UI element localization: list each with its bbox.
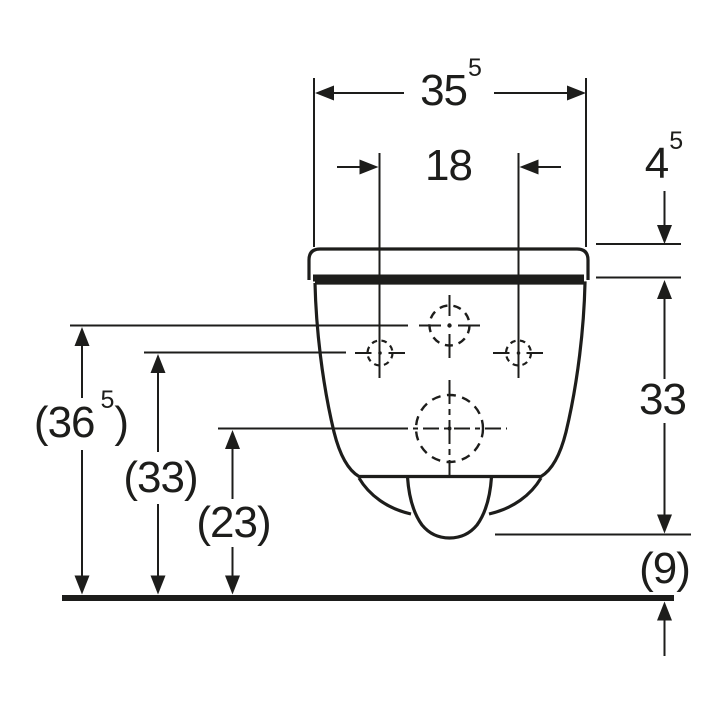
arrow-up-icon: [150, 354, 166, 373]
dim-drain-height-label: (23): [196, 498, 271, 547]
dimension-hole-spacing: [337, 153, 561, 378]
dimension-drain-height: [225, 430, 240, 595]
toilet-outlet-pipe: [405, 476, 494, 540]
dim-width-overall-label: 355: [420, 54, 482, 115]
arrow-down-icon: [657, 514, 672, 534]
dim-hole-spacing-label: 18: [425, 141, 473, 190]
reference-lines-left: [70, 324, 408, 430]
dimension-top-hole-height: [74, 327, 90, 595]
dim-outlet-to-floor-label: (9): [639, 544, 691, 593]
arrow-up-icon: [657, 601, 672, 621]
arrow-down-icon: [225, 575, 240, 595]
dimension-side-holes-height: [150, 354, 166, 595]
arrow-up-icon: [225, 430, 240, 449]
toilet-outlet-right-curve: [488, 477, 543, 516]
arrow-left-icon: [315, 85, 334, 101]
toilet-outlet-left-curve: [357, 477, 412, 516]
toilet-lid: [307, 247, 590, 280]
dimension-body-height: [495, 280, 691, 536]
dim-side-holes-height-label: (33): [123, 453, 198, 502]
dimension-width-overall: [313, 78, 587, 247]
toilet-bowl: [313, 281, 587, 479]
arrow-down-icon: [150, 575, 166, 595]
water-supply-hole: [419, 304, 480, 347]
dimension-seat-thickness: [596, 191, 681, 279]
dimension-outlet-to-floor: [657, 601, 672, 656]
arrow-left-icon: [519, 159, 539, 175]
arrow-right-icon: [567, 85, 586, 101]
dim-body-height-label: 33: [639, 375, 687, 424]
toilet-outline: [307, 247, 590, 540]
arrow-up-icon: [657, 280, 672, 299]
arrow-down-icon: [657, 225, 672, 244]
dim-seat-thickness-label: 45: [644, 127, 684, 188]
arrow-up-icon: [74, 327, 90, 346]
arrow-right-icon: [359, 159, 379, 175]
arrow-down-icon: [74, 575, 90, 595]
drain-hole: [392, 393, 507, 464]
